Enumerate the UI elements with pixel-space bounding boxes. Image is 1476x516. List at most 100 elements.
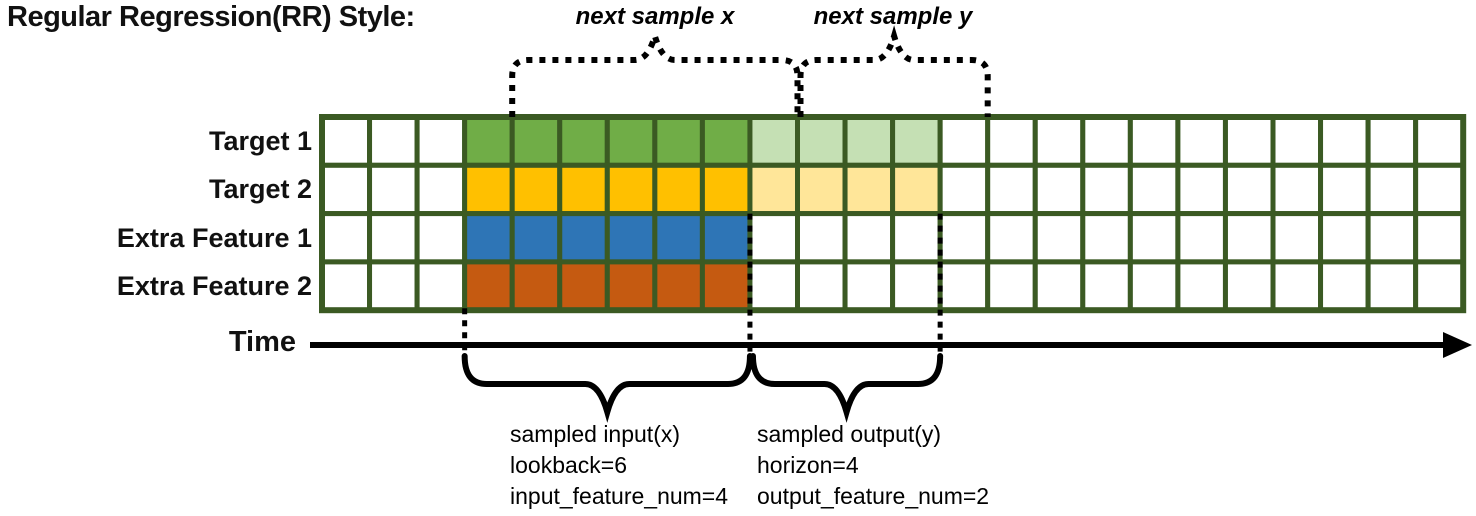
grid-cell: [747, 211, 801, 265]
grid-cell: [890, 259, 943, 313]
grid-cell: [1365, 162, 1419, 217]
grid-cell: [1175, 114, 1228, 168]
output-feature-num: output_feature_num=2: [757, 483, 990, 509]
grid-cell: [842, 211, 896, 265]
grid-cell: [652, 259, 705, 313]
grid-cell: [985, 211, 1038, 265]
grid-cell: [795, 211, 848, 265]
grid-cell: [557, 114, 610, 168]
grid-cell: [1127, 162, 1181, 217]
grid-cell: [1080, 211, 1133, 265]
grid-cell: [1318, 259, 1371, 313]
next-sample-y-brace: [797, 25, 991, 117]
grid-cell: [1413, 162, 1466, 217]
diagram-title: Regular Regression(RR) Style:: [7, 1, 415, 33]
grid-cell: [604, 162, 658, 217]
grid-cell: [699, 162, 753, 217]
grid-cell: [1032, 211, 1086, 265]
grid-cell: [557, 162, 610, 217]
grid-cell: [1080, 114, 1133, 168]
grid-cell: [890, 114, 943, 168]
sampled-output-title: sampled output(y): [757, 421, 942, 447]
next-sample-y-label: next sample y: [813, 3, 973, 30]
grid-cell: [1270, 162, 1324, 217]
grid-cell: [509, 211, 563, 265]
grid-cell: [557, 259, 610, 313]
grid-cell: [985, 162, 1038, 217]
sampled-input-title: sampled input(x): [510, 421, 681, 447]
sampled-input-brace: [461, 353, 753, 423]
lookback-value: lookback=6: [510, 452, 627, 478]
grid-cell: [1222, 211, 1276, 265]
grid-cell: [462, 114, 515, 168]
grid-cell: [985, 114, 1038, 168]
horizon-value: horizon=4: [757, 452, 859, 478]
grid-cell: [367, 259, 420, 313]
grid-cell: [937, 211, 991, 265]
grid-cell: [319, 114, 373, 168]
grid-cell: [367, 162, 420, 217]
grid-cell: [1080, 259, 1133, 313]
grid-cell: [890, 211, 943, 265]
grid-cell: [1175, 211, 1228, 265]
grid-cell: [1365, 114, 1419, 168]
grid-cell: [652, 114, 705, 168]
grid-cell: [509, 162, 563, 217]
grid-cell: [652, 162, 705, 217]
grid-cell: [699, 259, 753, 313]
grid-cell: [462, 162, 515, 217]
grid-cell: [604, 114, 658, 168]
grid-cell: [319, 211, 373, 265]
grid-cell: [414, 114, 468, 168]
grid-cell: [937, 259, 991, 313]
grid-cell: [1222, 162, 1276, 217]
grid-cell: [795, 259, 848, 313]
grid-cell: [1175, 162, 1228, 217]
grid-cell: [1032, 259, 1086, 313]
grid-cell: [842, 259, 896, 313]
grid-cell: [842, 114, 896, 168]
grid-cell: [604, 211, 658, 265]
grid-cell: [1080, 162, 1133, 217]
grid-cell: [1270, 211, 1324, 265]
grid-cell: [1270, 259, 1324, 313]
grid-cell: [414, 162, 468, 217]
grid-cell: [1032, 114, 1086, 168]
sampled-output-note: sampled output(y) horizon=4 output_featu…: [757, 419, 989, 512]
grid-cell: [747, 114, 801, 168]
grid-cell: [604, 259, 658, 313]
grid-cell: [1270, 114, 1324, 168]
grid-cell: [1175, 259, 1228, 313]
grid-cell: [462, 211, 515, 265]
grid-cell: [842, 162, 896, 217]
grid-cell: [509, 114, 563, 168]
input-feature-num: input_feature_num=4: [510, 483, 729, 509]
row-label-extra-feature-2: Extra Feature 2: [116, 270, 312, 301]
grid-cell: [937, 162, 991, 217]
grid-cell: [414, 259, 468, 313]
grid-cell: [699, 211, 753, 265]
grid-cell: [985, 259, 1038, 313]
grid-cell: [462, 259, 515, 313]
grid-cell: [367, 114, 420, 168]
grid-cell: [1318, 162, 1371, 217]
grid-cell: [1127, 114, 1181, 168]
grid-cell: [1222, 114, 1276, 168]
next-sample-x-brace: [509, 25, 801, 117]
grid-cell: [319, 162, 373, 217]
grid-cell: [1413, 259, 1466, 313]
grid-cell: [319, 259, 373, 313]
time-axis-label: Time: [228, 326, 296, 358]
grid-cell: [747, 162, 801, 217]
time-axis-arrowhead: [1443, 332, 1472, 358]
grid-cell: [699, 114, 753, 168]
row-label-target-2: Target 2: [208, 173, 312, 204]
row-label-extra-feature-1: Extra Feature 1: [116, 222, 312, 253]
grid-cell: [1127, 211, 1181, 265]
grid-border: [319, 114, 1467, 314]
grid-cell: [1365, 211, 1419, 265]
sampled-input-note: sampled input(x) lookback=6 input_featur…: [510, 419, 728, 512]
grid-cell: [414, 211, 468, 265]
